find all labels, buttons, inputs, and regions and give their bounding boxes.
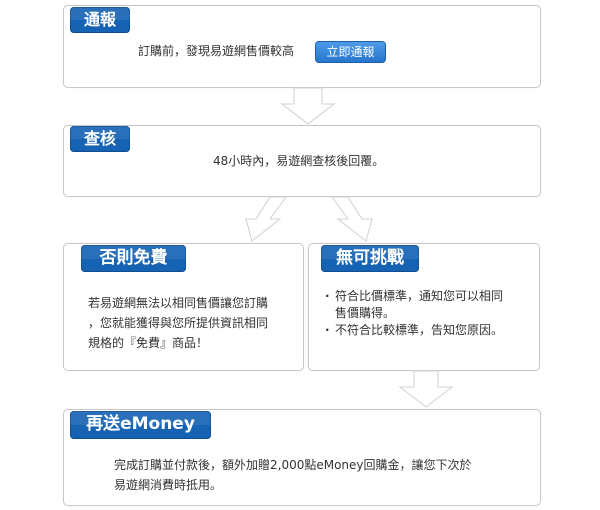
list-item: 符合比價標準，通知您可以相同 售價購得。 xyxy=(323,288,503,322)
emoney-line: 易遊網消費時抵用。 xyxy=(114,478,223,492)
free-tag: 否則免費 xyxy=(81,245,186,272)
split-arrow-right-icon xyxy=(331,196,373,242)
free-text: 若易遊網無法以相同售價讓您訂購 ，您就能獲得與您所提供資訊相同 規格的『免費』商… xyxy=(88,293,268,353)
list-item: 不符合比較標準，告知您原因。 xyxy=(323,322,503,339)
step-report-text: 訂購前，發現易遊網售價較高 xyxy=(138,44,295,58)
emoney-text: 完成訂購並付款後，額外加贈2,000點eMoney回購金，讓您下次於 易遊網消費… xyxy=(114,455,472,495)
down-arrow-icon xyxy=(398,370,454,408)
list-item-line: 符合比價標準，通知您可以相同 xyxy=(335,289,504,303)
report-now-button[interactable]: 立即通報 xyxy=(315,41,386,63)
step-verify-text: 48小時內，易遊網查核後回覆。 xyxy=(213,154,385,168)
free-line: 規格的『免費』商品！ xyxy=(88,336,209,350)
step-verify-box xyxy=(63,125,541,197)
emoney-line: 完成訂購並付款後，額外加贈2,000點eMoney回購金，讓您下次於 xyxy=(114,458,472,472)
down-arrow-icon xyxy=(280,87,336,125)
no-challenge-tag: 無可挑戰 xyxy=(321,245,419,272)
free-line: ，您就能獲得與您所提供資訊相同 xyxy=(88,316,269,330)
list-item-line: 不符合比較標準，告知您原因。 xyxy=(335,323,504,337)
emoney-tag: 再送eMoney xyxy=(70,411,211,439)
list-item-line: 售價購得。 xyxy=(335,306,396,320)
step-report-box xyxy=(63,5,541,88)
split-arrow-left-icon xyxy=(245,196,287,242)
free-line: 若易遊網無法以相同售價讓您訂購 xyxy=(88,296,269,310)
step-verify-tag: 查核 xyxy=(70,126,130,152)
step-report-tag: 通報 xyxy=(70,7,130,33)
no-challenge-list: 符合比價標準，通知您可以相同 售價購得。 不符合比較標準，告知您原因。 xyxy=(323,288,503,339)
